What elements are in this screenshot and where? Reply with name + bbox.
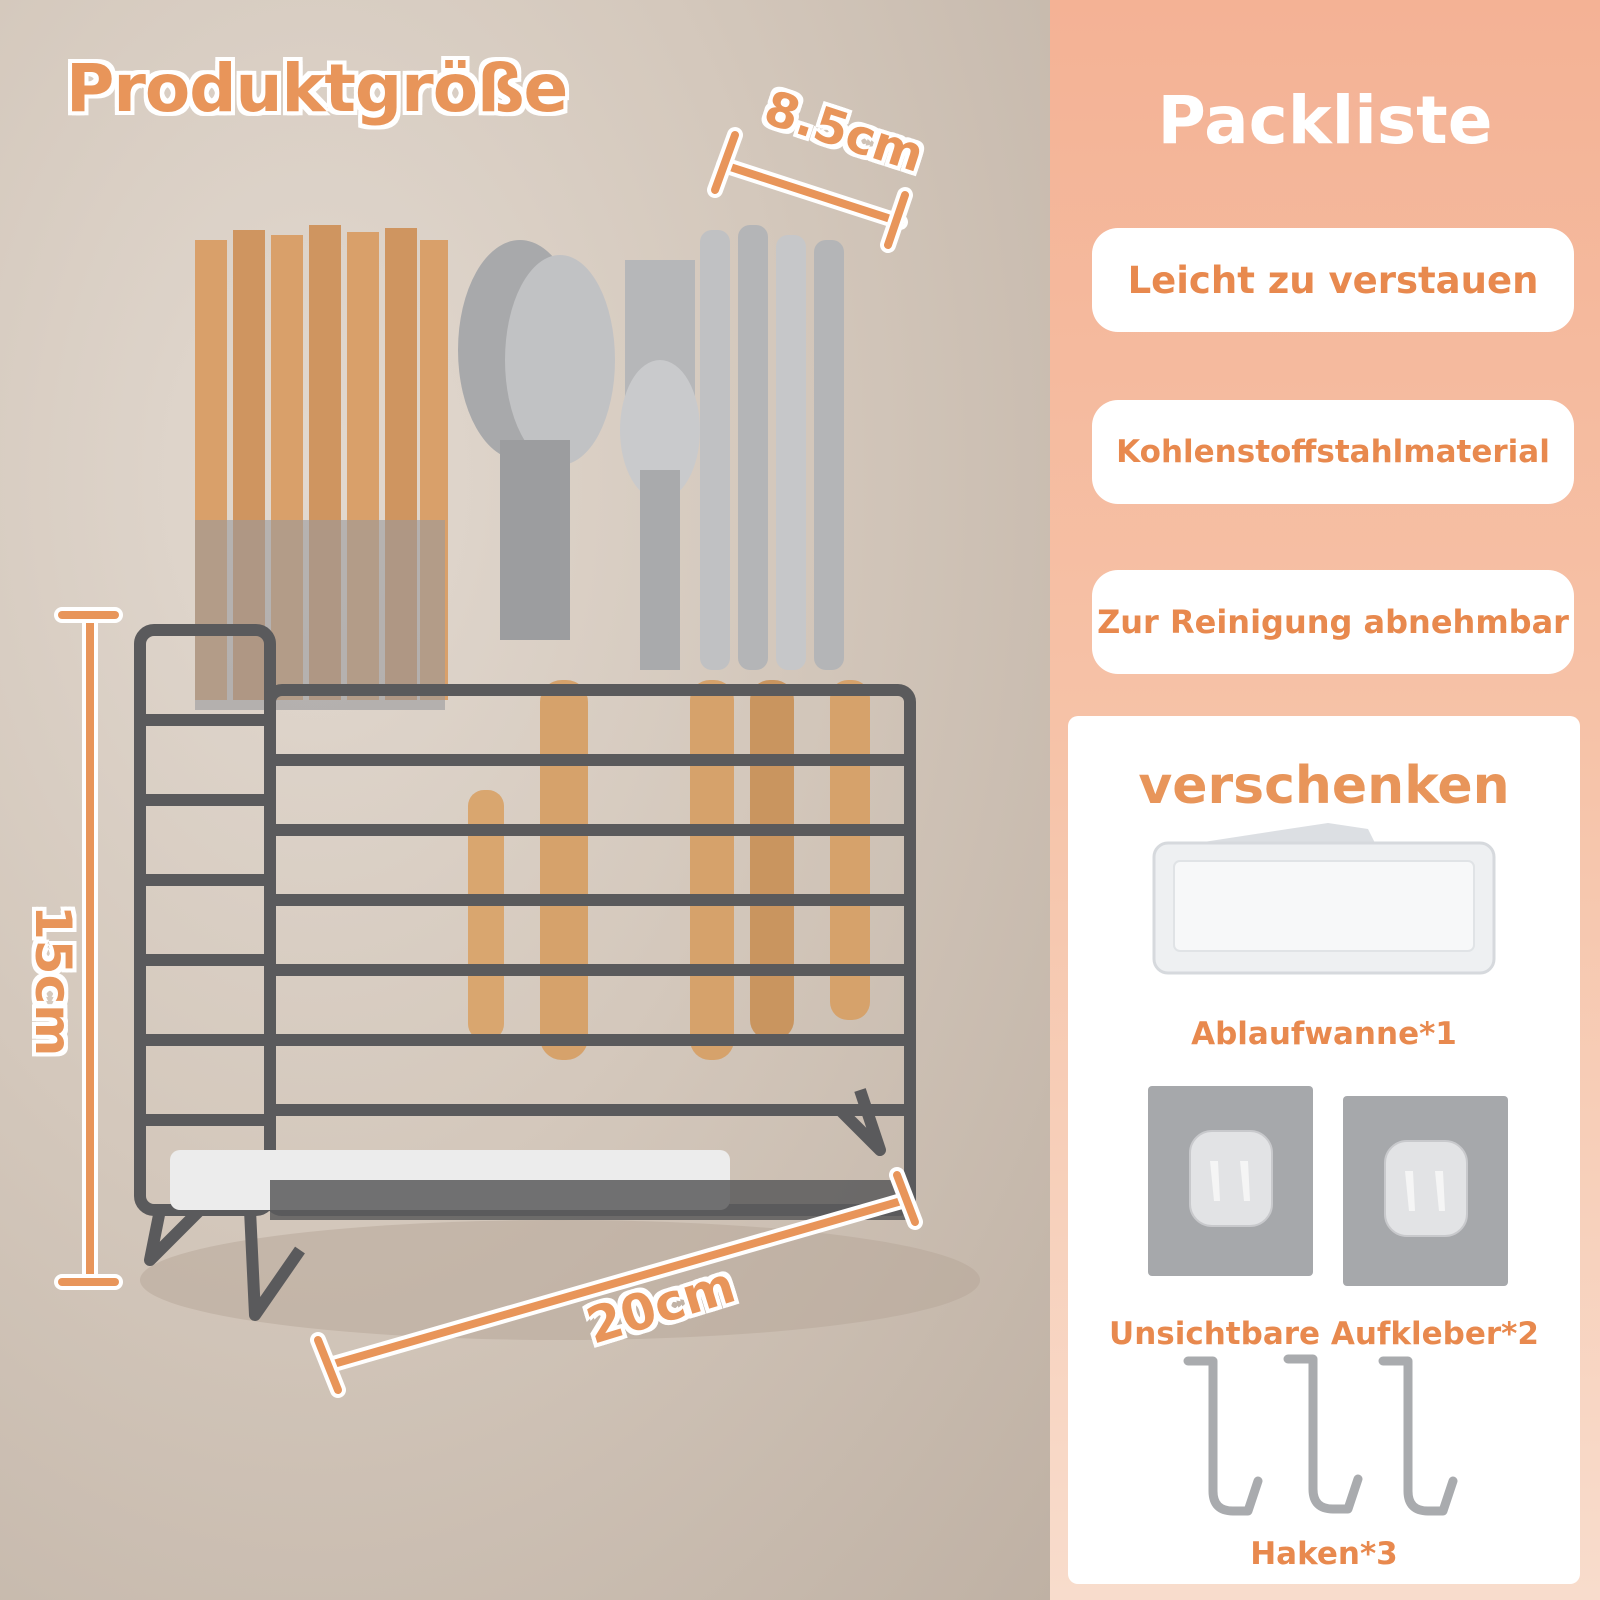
chopsticks — [195, 225, 448, 710]
headline: Produktgröße — [66, 50, 568, 127]
feature-badge: Kohlenstoffstahlmaterial — [1092, 400, 1574, 504]
knives — [700, 225, 844, 670]
height-label: 15cm — [24, 905, 82, 1057]
rack-frame — [134, 624, 916, 1321]
gift-title: verschenken — [1138, 756, 1510, 816]
spoons — [458, 240, 615, 640]
gift-item-label: Ablaufwanne*1 — [1191, 1016, 1457, 1052]
adhesive-sticker-image — [1148, 1086, 1508, 1286]
gift-item-label: Unsichtbare Aufkleber*2 — [1109, 1316, 1539, 1352]
forks — [620, 260, 700, 670]
hooks-image — [1183, 1354, 1458, 1516]
feature-badge: Leicht zu verstauen — [1092, 228, 1574, 332]
dimension-lines — [54, 127, 923, 1398]
packing-list-panel: Packliste Leicht zu verstauen Kohlenstof… — [1050, 0, 1600, 1600]
rack-illustration — [54, 127, 980, 1398]
product-photo: Produktgröße 8.5cm 15cm 20cm — [0, 0, 1050, 1600]
gift-box: verschenken Ablaufwanne*1 Unsichtbare Au… — [1068, 716, 1580, 1584]
gift-item-label: Haken*3 — [1250, 1536, 1398, 1572]
drain-tray-image — [1152, 823, 1496, 975]
wooden-handles — [468, 680, 870, 1060]
packing-list-title: Packliste — [1157, 82, 1493, 159]
feature-badge: Zur Reinigung abnehmbar — [1092, 570, 1574, 674]
